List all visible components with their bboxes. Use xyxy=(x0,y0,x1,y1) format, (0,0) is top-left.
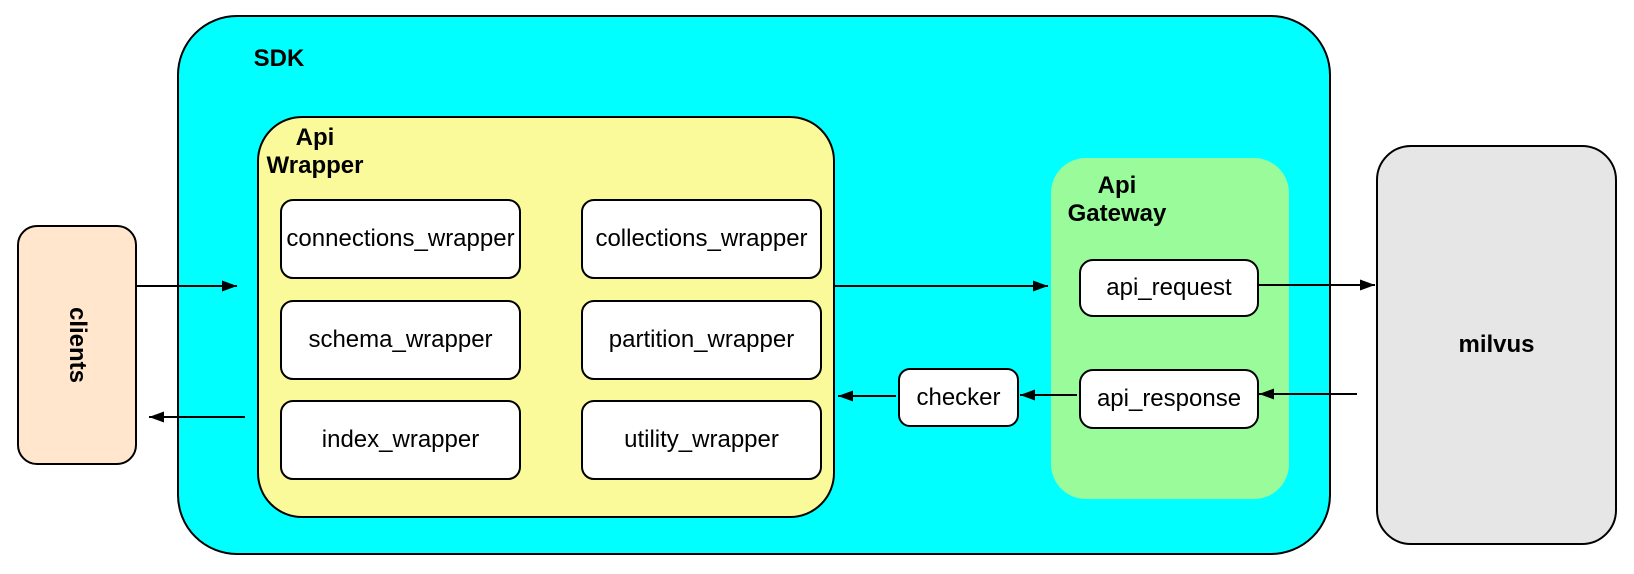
milvus-node: milvus xyxy=(1376,145,1617,545)
clients-node: clients xyxy=(17,225,137,465)
checker-node: checker xyxy=(898,368,1019,427)
checker-label: checker xyxy=(916,383,1001,411)
clients-label: clients xyxy=(64,306,91,384)
collections-wrapper-label: collections_wrapper xyxy=(595,225,808,252)
api-request-node: api_request xyxy=(1079,259,1259,317)
api-response-node: api_response xyxy=(1079,369,1259,429)
api-gateway-container: Api Gateway api_request api_response xyxy=(1051,158,1289,499)
api-gateway-label: Api Gateway xyxy=(1067,172,1167,227)
api-response-label: api_response xyxy=(1096,385,1242,412)
collections-wrapper-node: collections_wrapper xyxy=(581,199,822,279)
api-request-label: api_request xyxy=(1106,274,1232,301)
partition-wrapper-label: partition_wrapper xyxy=(608,326,795,353)
index-wrapper-label: index_wrapper xyxy=(321,426,480,453)
schema-wrapper-label: schema_wrapper xyxy=(308,326,493,353)
api-wrapper-container: Api Wrapper connections_wrapper collecti… xyxy=(257,116,835,518)
index-wrapper-node: index_wrapper xyxy=(280,400,521,480)
connections-wrapper-label: connections_wrapper xyxy=(286,225,515,252)
partition-wrapper-node: partition_wrapper xyxy=(581,300,822,380)
sdk-container: SDK Api Wrapper connections_wrapper coll… xyxy=(177,15,1331,555)
utility-wrapper-label: utility_wrapper xyxy=(624,426,779,453)
connections-wrapper-node: connections_wrapper xyxy=(280,199,521,279)
api-wrapper-label: Api Wrapper xyxy=(266,124,364,179)
sdk-label: SDK xyxy=(253,45,305,72)
milvus-label: milvus xyxy=(1458,331,1535,358)
utility-wrapper-node: utility_wrapper xyxy=(581,400,822,480)
schema-wrapper-node: schema_wrapper xyxy=(280,300,521,380)
